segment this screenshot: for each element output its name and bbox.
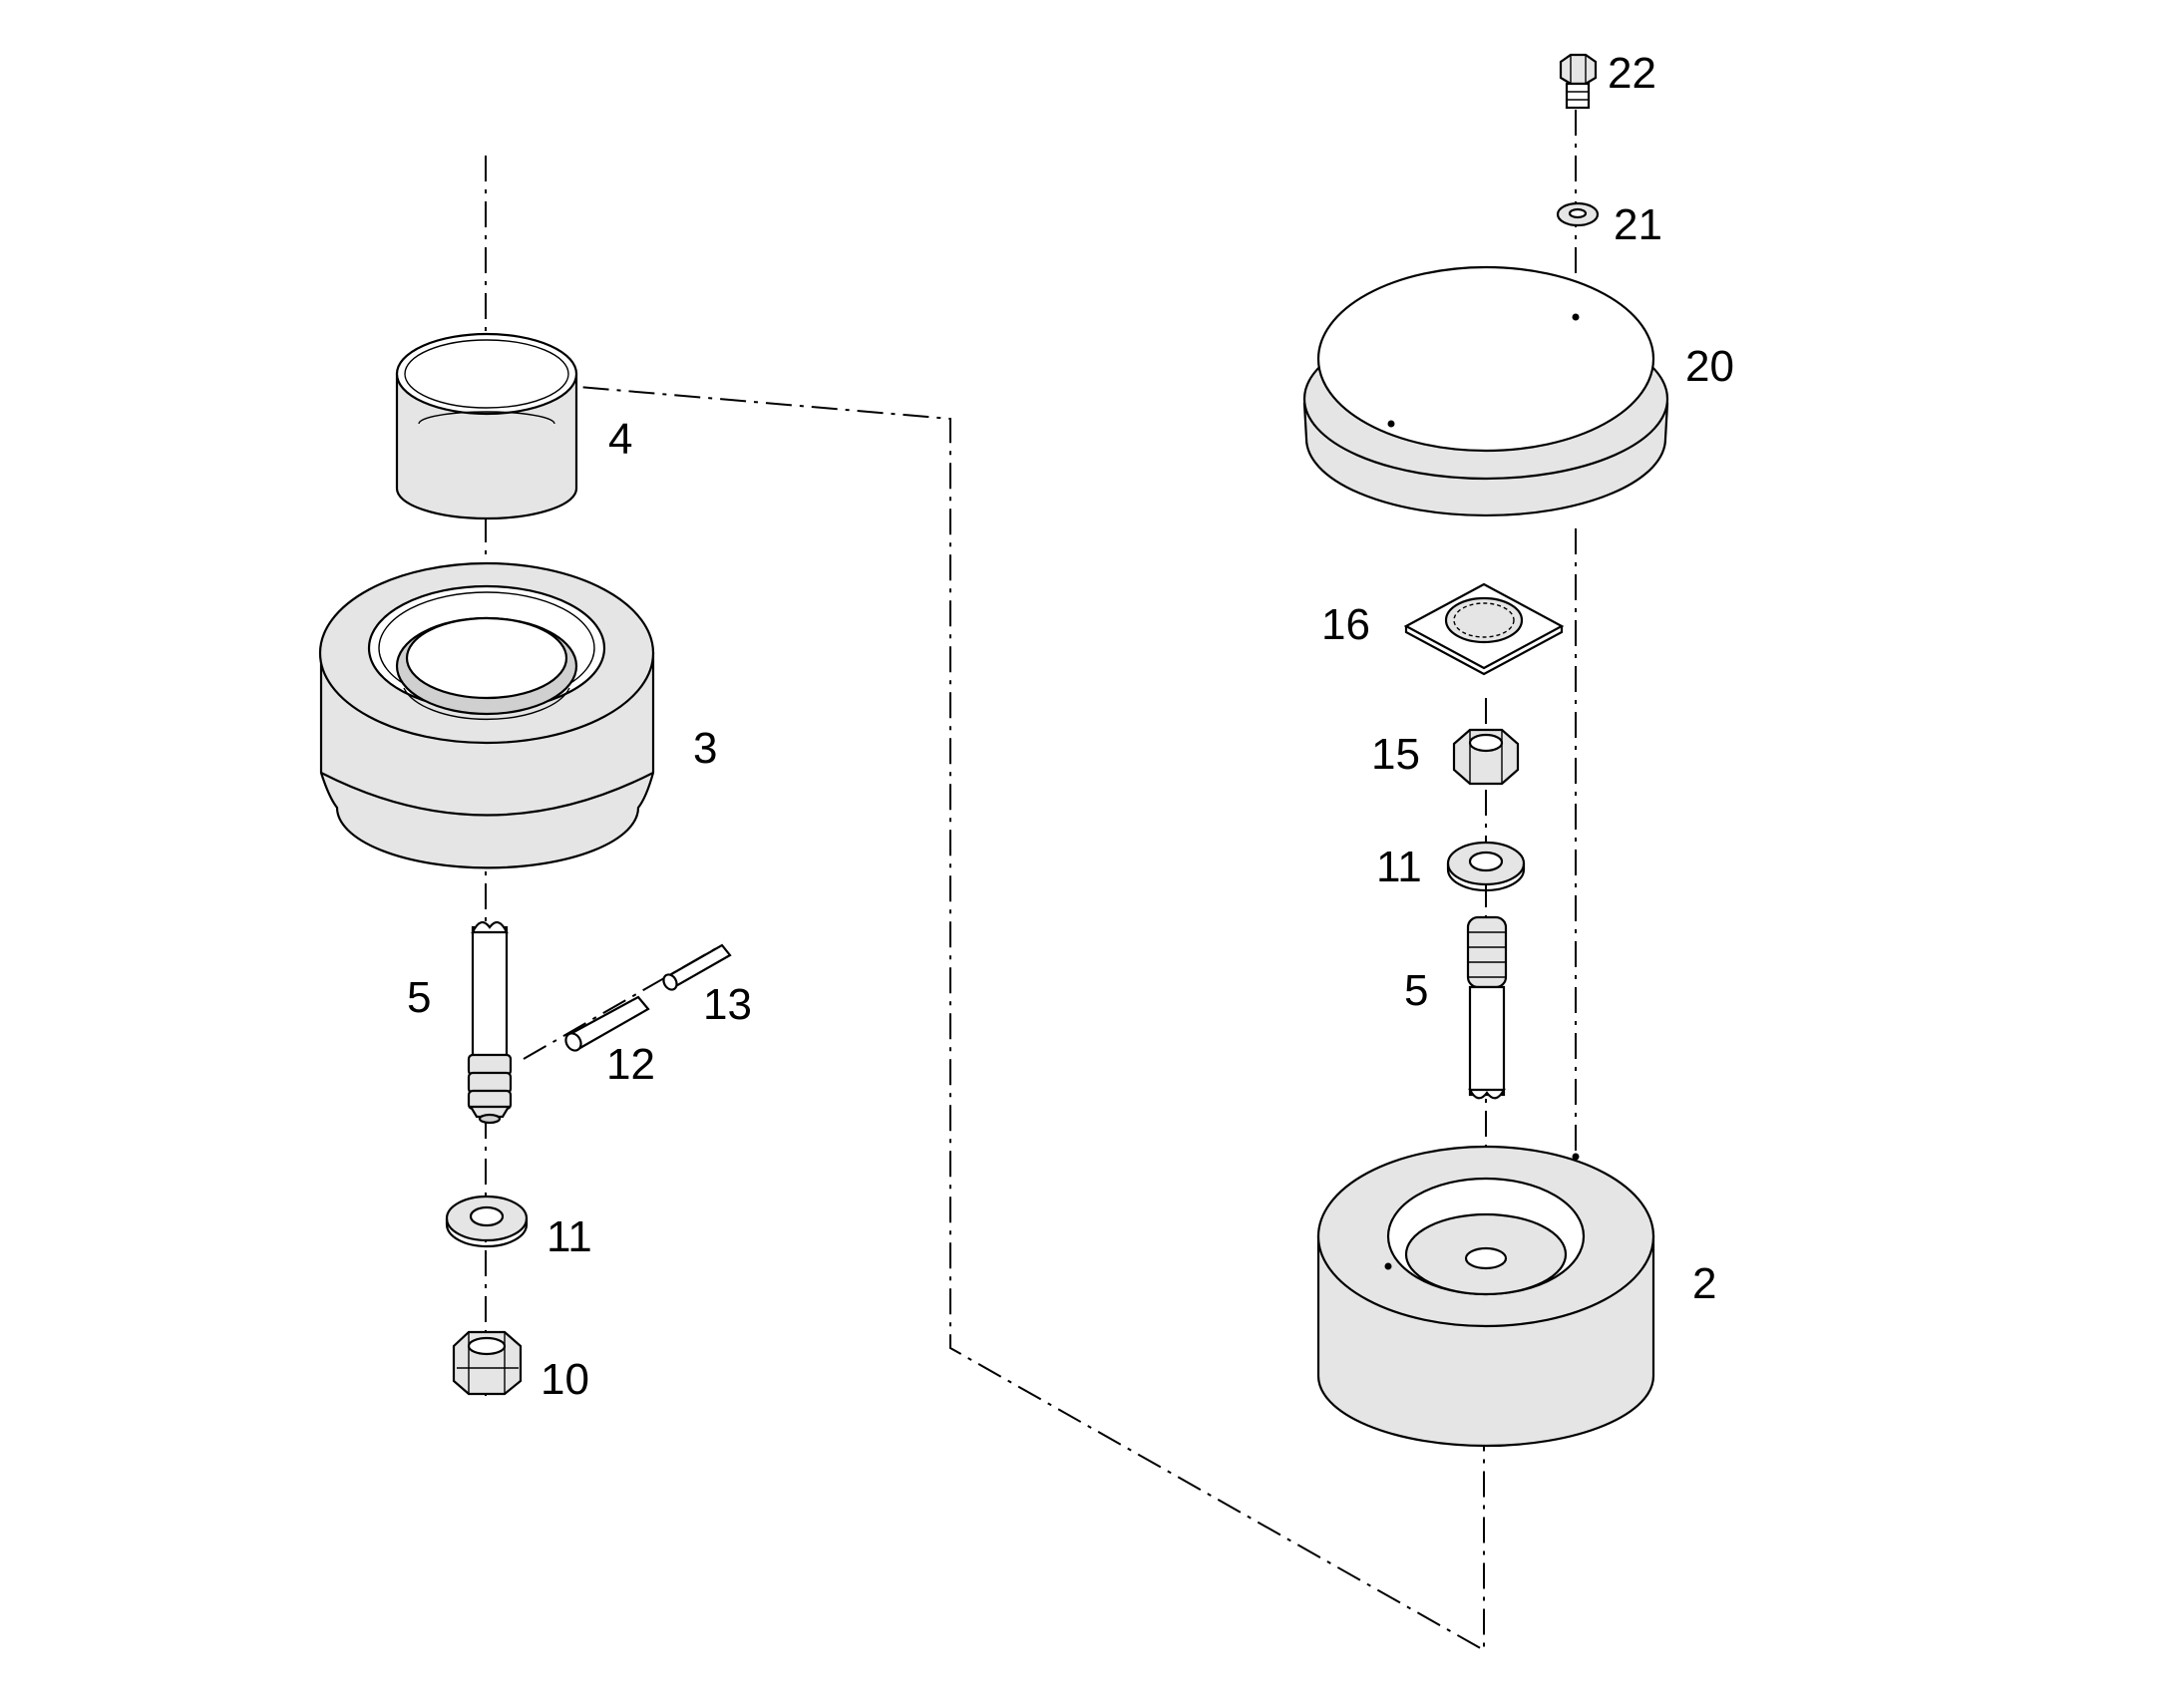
callout-2: 2	[1692, 1259, 1716, 1308]
callout-5-left: 5	[407, 973, 431, 1022]
callout-12: 12	[606, 1040, 655, 1089]
callout-3: 3	[693, 724, 717, 773]
callout-16: 16	[1321, 600, 1370, 649]
part-16-lock-plate	[1403, 582, 1565, 676]
part-20-cover	[1302, 265, 1669, 517]
part-12-pin	[564, 995, 650, 1052]
callout-15: 15	[1371, 730, 1420, 779]
callout-10: 10	[541, 1355, 589, 1404]
part-21-washer	[1556, 201, 1600, 227]
part-15-hex-nut	[1452, 728, 1520, 786]
callout-4: 4	[608, 415, 632, 464]
part-11-washer-right	[1446, 841, 1526, 892]
part-2-hub-base	[1316, 1145, 1655, 1448]
part-13-pin	[662, 943, 732, 991]
callout-13: 13	[703, 980, 752, 1029]
callout-21: 21	[1614, 200, 1662, 249]
part-3-wheel	[318, 561, 655, 869]
part-11-washer-left	[445, 1195, 529, 1248]
callout-22: 22	[1608, 49, 1656, 98]
part-5-shaft-right	[1466, 915, 1508, 1100]
callout-11-right: 11	[1376, 843, 1422, 891]
part-4-sleeve	[395, 332, 578, 520]
part-5-shaft-left	[467, 920, 513, 1125]
callout-labels: 4 3 5 13 12 11 10 22 21 20 16 15 11 5 2	[407, 49, 1734, 1404]
part-10-castle-nut	[452, 1330, 523, 1396]
part-22-bolt	[1559, 53, 1598, 110]
callout-20: 20	[1685, 342, 1734, 391]
callout-5-right: 5	[1404, 966, 1428, 1015]
callout-11-left: 11	[546, 1212, 592, 1261]
